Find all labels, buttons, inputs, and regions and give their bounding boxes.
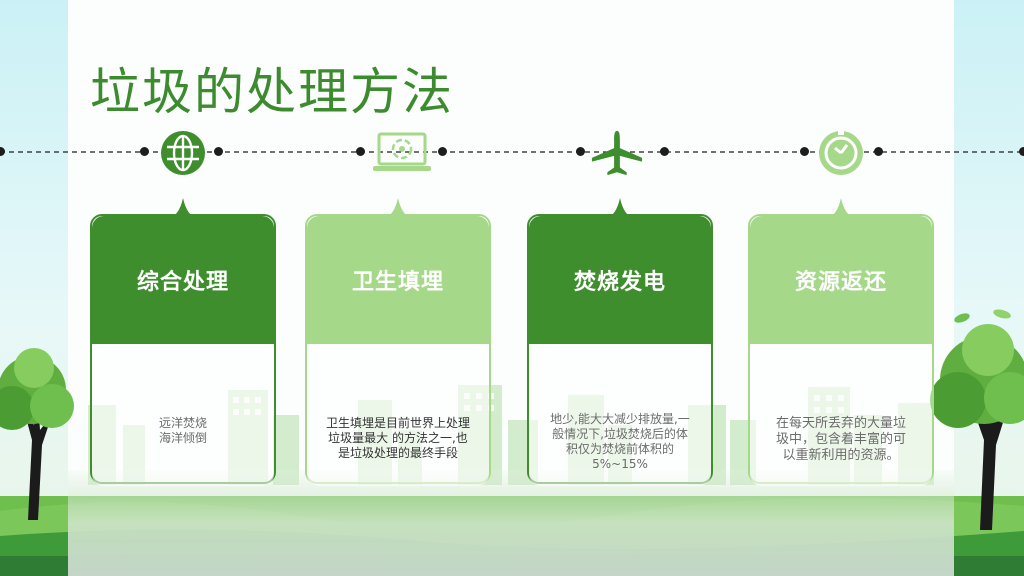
card-text-line: 海洋倾倒 xyxy=(158,431,207,445)
timeline-dot xyxy=(214,147,223,156)
timeline-dot xyxy=(356,147,365,156)
timeline-dot xyxy=(0,147,5,156)
card-description: 在每天所丢弃的大量垃 圾中，包含着丰富的可 以重新利用的资源。 xyxy=(762,416,920,464)
timeline-dot xyxy=(140,147,149,156)
card-body: 远洋焚烧 海洋倾倒 xyxy=(92,344,274,486)
card-pointer xyxy=(606,198,634,218)
card-pointer xyxy=(169,198,197,218)
timeline-dot xyxy=(800,147,809,156)
card-text-line: 在每天所丢弃的大量垃 xyxy=(775,416,906,431)
card-text-line: 是垃圾处理的最终手段 xyxy=(337,446,458,460)
timeline-line xyxy=(0,151,1024,153)
timeline-dot xyxy=(576,147,585,156)
card-body: 在每天所丢弃的大量垃 圾中，包含着丰富的可 以重新利用的资源。 xyxy=(750,344,932,486)
laptop-recycle-icon xyxy=(370,126,434,180)
right-tree xyxy=(930,309,1024,530)
page-title: 垃圾的处理方法 xyxy=(90,63,454,121)
card-resource-return: 资源返还 在每天所丢弃的大量垃 圾中，包含着丰富的可 以重新利用的资源。 xyxy=(748,198,934,486)
card-description: 地少,能大大减少排放量,一 般情况下,垃圾焚烧后的体 积仅为焚烧前体积的 5%~… xyxy=(541,412,699,472)
card-text-line: 远洋焚烧 xyxy=(158,416,207,430)
card-title: 综合处理 xyxy=(136,270,229,295)
card-title: 焚烧发电 xyxy=(573,270,666,295)
airplane-icon xyxy=(590,126,644,180)
card-text-line: 圾中，包含着丰富的可 xyxy=(775,432,906,447)
card-text-line: 卫生填埋是目前世界上处理 xyxy=(325,416,470,430)
card-header: 卫生填埋 xyxy=(307,216,489,344)
card-comprehensive: 综合处理 远洋焚烧 海洋倾倒 xyxy=(90,198,276,486)
card-title: 卫生填埋 xyxy=(351,270,444,295)
card-text-line: 般情况下,垃圾焚烧后的体 xyxy=(552,427,688,441)
card-text-line: 地少,能大大减少排放量,一 xyxy=(550,412,690,426)
card-header: 资源返还 xyxy=(750,216,932,344)
card-header: 焚烧发电 xyxy=(529,216,711,344)
bottom-fog xyxy=(68,470,954,576)
timeline-dot xyxy=(660,147,669,156)
card-body: 卫生填埋是目前世界上处理 垃圾量最大 的方法之一,也 是垃圾处理的最终手段 xyxy=(307,344,489,486)
globe-icon xyxy=(156,126,210,180)
card-text-line: 垃圾量最大 的方法之一,也 xyxy=(328,431,468,445)
card-text-line: 5%~15% xyxy=(592,457,648,471)
card-text-line: 积仅为焚烧前体积的 xyxy=(565,442,674,456)
card-body: 地少,能大大减少排放量,一 般情况下,垃圾焚烧后的体 积仅为焚烧前体积的 5%~… xyxy=(529,344,711,486)
card-landfill: 卫生填埋 卫生填埋是目前世界上处理 垃圾量最大 的方法之一,也 是垃圾处理的最终… xyxy=(305,198,491,486)
card-incineration: 焚烧发电 地少,能大大减少排放量,一 般情况下,垃圾焚烧后的体 积仅为焚烧前体积… xyxy=(527,198,713,486)
card-pointer xyxy=(827,198,855,218)
card-header: 综合处理 xyxy=(92,216,274,344)
card-pointer xyxy=(384,198,412,218)
clock-icon xyxy=(814,126,868,180)
card-description: 卫生填埋是目前世界上处理 垃圾量最大 的方法之一,也 是垃圾处理的最终手段 xyxy=(319,416,477,461)
timeline-dot xyxy=(438,147,447,156)
card-description: 远洋焚烧 海洋倾倒 xyxy=(104,416,262,446)
left-tree xyxy=(0,348,74,520)
timeline-dot xyxy=(874,147,883,156)
timeline-dot xyxy=(1019,147,1024,156)
card-text-line: 以重新利用的资源。 xyxy=(782,448,900,463)
card-title: 资源返还 xyxy=(794,270,887,295)
